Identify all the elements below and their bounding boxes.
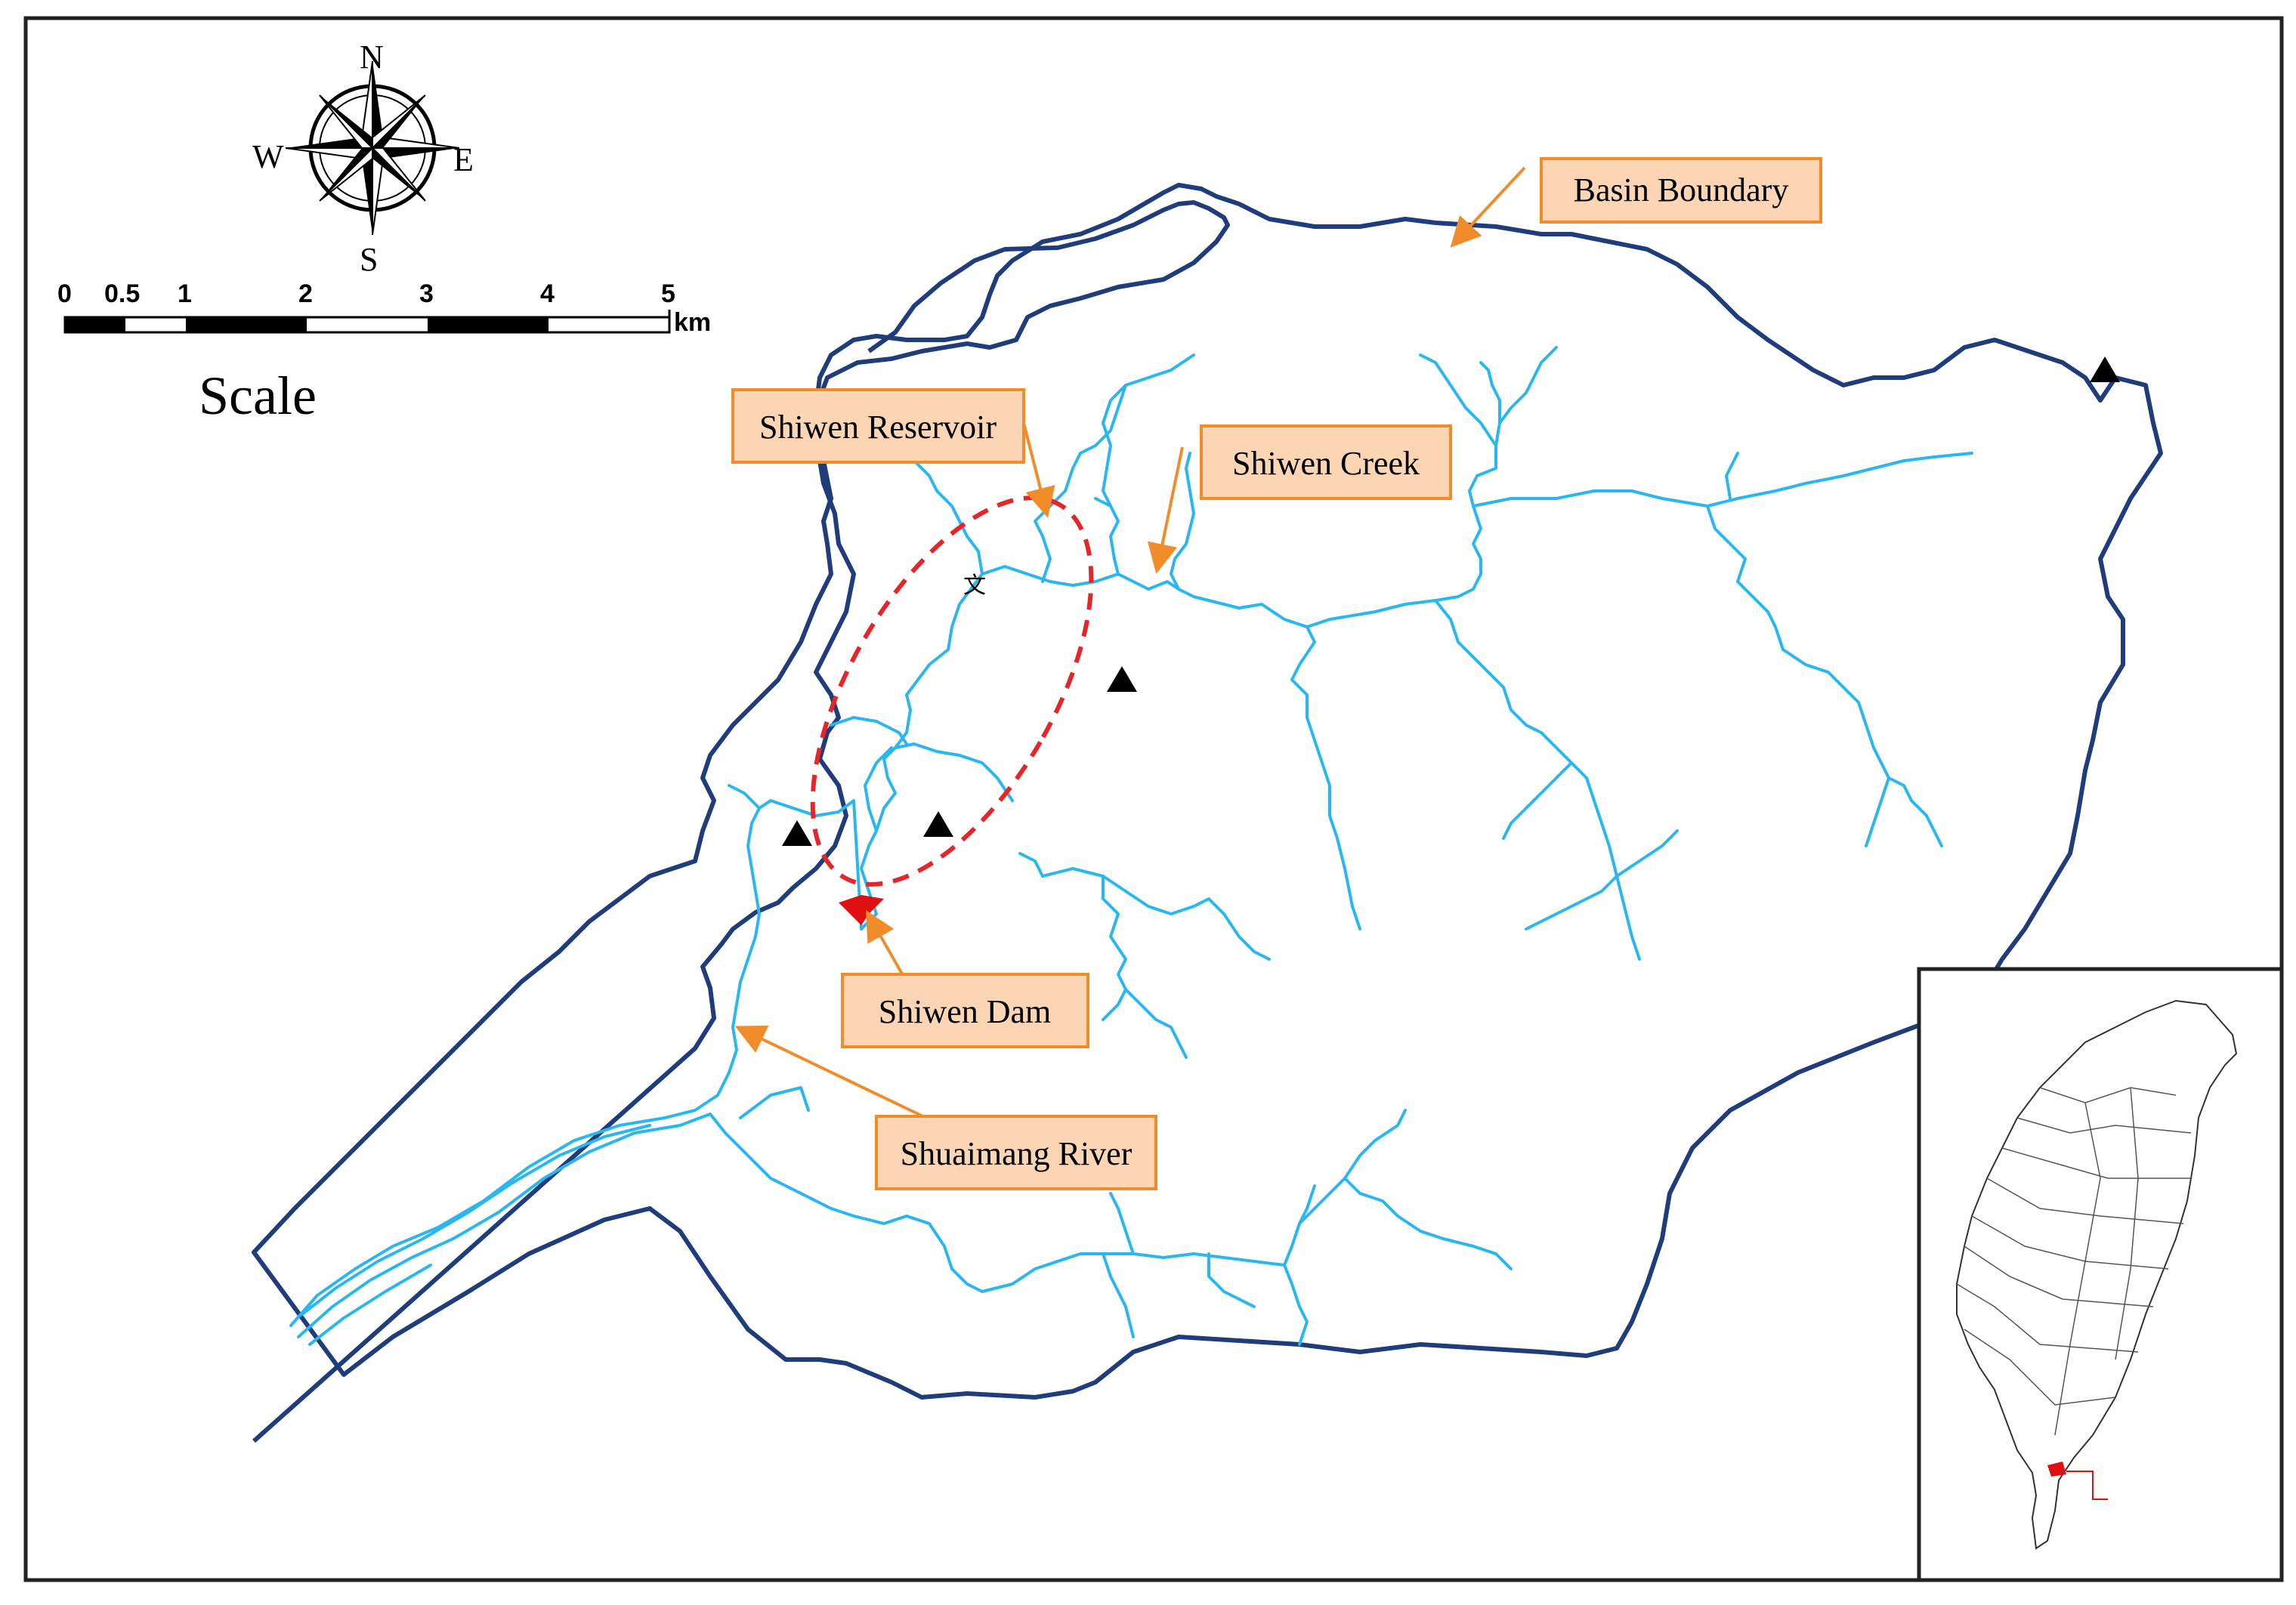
station-markers <box>782 356 2120 846</box>
triangle-station-icon <box>2090 356 2120 382</box>
scale-tick-1: 1 <box>178 279 192 308</box>
scale-tick-4: 4 <box>540 279 555 308</box>
triangle-station-icon <box>1107 666 1137 692</box>
scale-bar <box>63 310 671 334</box>
map-char-label: 文 <box>963 573 986 599</box>
callout-shiwen-reservoir: Shiwen Reservoir <box>731 388 1025 464</box>
callout-shiwen-dam-text: Shiwen Dam <box>879 993 1052 1030</box>
callout-shuaimang-river-text: Shuaimang River <box>901 1135 1133 1172</box>
scale-tick-0: 0 <box>57 279 72 308</box>
scale-tick-5: 5 <box>661 279 675 308</box>
shiwen-reservoir-outline <box>810 495 1094 887</box>
compass-east-label: E <box>453 141 474 178</box>
triangle-station-icon <box>923 811 953 837</box>
callout-arrows <box>734 166 1526 1121</box>
callout-shiwen-creek-text: Shiwen Creek <box>1232 445 1420 482</box>
compass-south-label: S <box>360 241 378 278</box>
scale-tick-3: 3 <box>419 279 434 308</box>
basin-boundary <box>252 200 1230 1443</box>
callout-shiwen-creek: Shiwen Creek <box>1200 424 1452 500</box>
callout-basin-boundary: Basin Boundary <box>1540 157 1822 224</box>
compass-west-label: W <box>252 138 284 175</box>
callout-basin-boundary-text: Basin Boundary <box>1574 171 1789 208</box>
basin-boundary-main <box>252 183 2163 1400</box>
shiwen-dam-marker <box>839 895 884 925</box>
river-network <box>289 346 1973 1346</box>
callout-shiwen-dam: Shiwen Dam <box>841 973 1089 1048</box>
scale-unit: km <box>674 308 711 337</box>
callout-shuaimang-river: Shuaimang River <box>875 1115 1157 1190</box>
triangle-station-icon <box>782 820 812 846</box>
taiwan-inset-map <box>1917 967 2284 1582</box>
compass-rose-icon <box>285 60 460 236</box>
scale-tick-2: 2 <box>298 279 313 308</box>
callout-shiwen-reservoir-text: Shiwen Reservoir <box>759 409 997 446</box>
map-frame <box>23 16 2284 1582</box>
scale-title: Scale <box>199 366 317 426</box>
compass-north-label: N <box>360 39 384 76</box>
scale-tick-0-5: 0.5 <box>104 279 140 308</box>
